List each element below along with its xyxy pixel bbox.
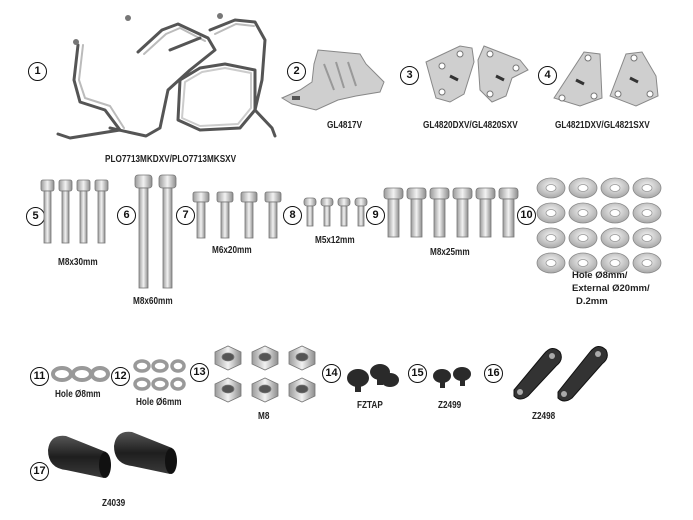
- item-code-7: M6x20mm: [212, 244, 252, 256]
- washer-hole: [545, 234, 557, 242]
- item-code-13: M8: [258, 410, 270, 422]
- bolt-m8x60-part: [134, 174, 177, 289]
- plug-z2499-part: [433, 367, 471, 388]
- washer-hole: [609, 259, 621, 267]
- end-cap-z4039-part: [48, 431, 177, 478]
- washer-hole: [641, 209, 653, 217]
- item-code-9: M8x25mm: [430, 246, 470, 258]
- item-code-1: PLO7713MKDXV/PLO7713MKSXV: [105, 153, 237, 165]
- top-plate-part: [280, 49, 385, 111]
- item-code-3: GL4820DXV/GL4820SXV: [423, 119, 518, 131]
- item-code-8: M5x12mm: [315, 234, 355, 246]
- washer-hole: [577, 259, 589, 267]
- washer-hole: [609, 209, 621, 217]
- washer-hole: [577, 234, 589, 242]
- bolt-m8x25-part: [383, 187, 519, 238]
- item-number-6: 6: [117, 206, 136, 225]
- mounting-plate-pair-b: [553, 51, 659, 107]
- nut-hole: [221, 352, 235, 362]
- item-number-14: 14: [322, 364, 341, 383]
- spring-washer-6mm-part: [133, 359, 186, 391]
- item-code-16: Z2498: [532, 410, 556, 422]
- item-number-1: 1: [28, 62, 47, 81]
- nut-hole: [295, 384, 309, 394]
- item-number-2: 2: [287, 62, 306, 81]
- item-number-9: 9: [366, 206, 385, 225]
- item-code-6: M8x60mm: [133, 295, 173, 307]
- note-line-external: External Ø20mm/: [572, 283, 650, 294]
- washer-hole: [609, 184, 621, 192]
- bolt-m5x12-part: [303, 197, 368, 227]
- item-number-10: 10: [517, 206, 536, 225]
- washer-hole: [545, 184, 557, 192]
- washer-hole: [577, 209, 589, 217]
- nut-m8-part: [214, 345, 316, 403]
- washer-hole: [545, 259, 557, 267]
- item-code-14: FZTAP: [357, 399, 383, 411]
- item-code-11: Hole Ø8mm: [55, 388, 101, 400]
- mounting-plate-pair-a: [425, 45, 529, 103]
- plug-fztap-part: [347, 364, 399, 392]
- item-number-13: 13: [190, 363, 209, 382]
- bolt-m6x20-part: [192, 191, 282, 239]
- item-number-4: 4: [538, 66, 557, 85]
- item-number-11: 11: [30, 367, 49, 386]
- item-code-17: Z4039: [102, 497, 126, 509]
- nut-hole: [258, 384, 272, 394]
- washer-hole: [545, 209, 557, 217]
- item-code-15: Z2499: [438, 399, 462, 411]
- nut-hole: [258, 352, 272, 362]
- item-number-15: 15: [408, 364, 427, 383]
- item-code-5: M8x30mm: [58, 256, 98, 268]
- side-frame-part: [56, 13, 277, 140]
- item-number-8: 8: [283, 206, 302, 225]
- note-line-hole: Hole Ø8mm/: [572, 270, 628, 281]
- item-number-16: 16: [484, 364, 503, 383]
- note-line-thickness: D.2mm: [576, 296, 608, 307]
- item-number-17: 17: [30, 462, 49, 481]
- washer-hole: [641, 184, 653, 192]
- nut-hole: [295, 352, 309, 362]
- flat-washer-part: [536, 177, 662, 274]
- item-number-3: 3: [400, 66, 419, 85]
- washer-hole: [641, 259, 653, 267]
- item-code-12: Hole Ø6mm: [136, 396, 182, 408]
- item-code-2: GL4817V: [327, 119, 363, 131]
- nut-hole: [221, 384, 235, 394]
- washer-hole: [577, 184, 589, 192]
- washer-hole: [641, 234, 653, 242]
- bracket-z2498-part: [513, 346, 608, 402]
- item-note-10: Hole Ø8mm/ External Ø20mm/ D.2mm: [572, 269, 650, 308]
- washer-hole: [609, 234, 621, 242]
- spring-washer-8mm-part: [51, 366, 110, 382]
- item-code-4: GL4821DXV/GL4821SXV: [555, 119, 650, 131]
- item-number-7: 7: [176, 206, 195, 225]
- item-number-12: 12: [111, 367, 130, 386]
- bolt-m8x30-part: [40, 179, 109, 244]
